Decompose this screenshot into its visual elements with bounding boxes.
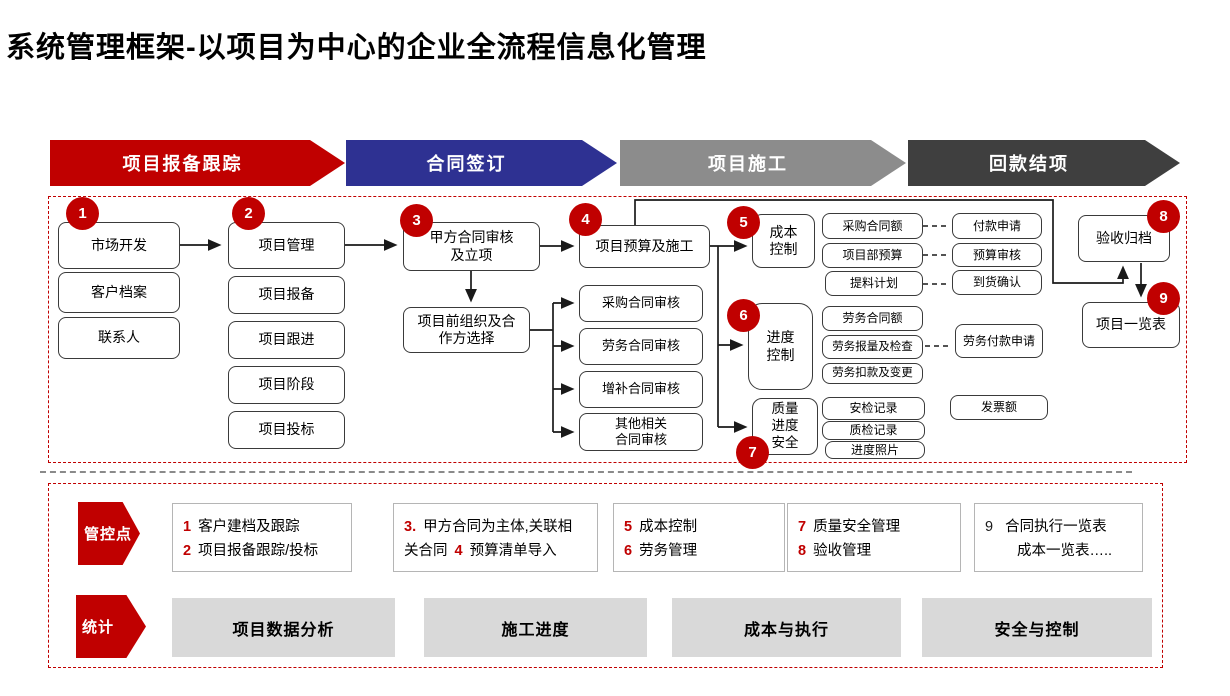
flow-node-dept-budget: 项目部预算	[822, 243, 923, 268]
flow-node-payment-request: 付款申请	[952, 213, 1042, 239]
control-point-box-1: 1 客户建档及跟踪 2 项目报备跟踪/投标	[172, 503, 352, 572]
control-point-text: 成本一览表…..	[1017, 543, 1113, 560]
control-point-number: 3.	[404, 518, 417, 535]
control-point-number: 7	[798, 518, 807, 535]
phase-arrow-contract: 合同签订	[346, 140, 617, 186]
flow-node-proj-follow: 项目跟进	[228, 321, 345, 359]
connector-budget-to-acceptance	[634, 199, 1129, 284]
control-point-line: 2 项目报备跟踪/投标	[183, 539, 341, 560]
badge-5: 5	[727, 206, 760, 239]
control-point-text: 关合同	[404, 543, 448, 560]
phase-arrow-construction: 项目施工	[620, 140, 906, 186]
phase-label: 合同签订	[426, 154, 507, 174]
flow-node-supplement-review: 增补合同审核	[579, 371, 703, 408]
stat-box-project-data: 项目数据分析	[172, 598, 395, 657]
control-point-box-2: 3. 甲方合同为主体,关联相 关合同 4 预算清单导入	[393, 503, 598, 572]
badge-4: 4	[569, 203, 602, 236]
stats-label: 统计	[82, 619, 115, 636]
flow-node-proj-report: 项目报备	[228, 276, 345, 314]
flow-node-labor-payment-request: 劳务付款申请	[955, 324, 1043, 358]
control-point-text: 合同执行一览表	[1005, 518, 1107, 535]
flow-node-arrival-confirm: 到货确认	[952, 270, 1042, 295]
flow-node-other-review: 其他相关 合同审核	[579, 413, 703, 451]
control-point-box-3: 5 成本控制 6 劳务管理	[613, 503, 785, 572]
control-point-number: 8	[798, 543, 807, 560]
phase-arrow-report: 项目报备跟踪	[50, 140, 345, 186]
flow-node-market-dev: 市场开发	[58, 222, 180, 269]
badge-9: 9	[1147, 282, 1180, 315]
control-point-text: 客户建档及跟踪	[198, 518, 300, 535]
section-divider	[40, 471, 1132, 473]
flow-area-border	[48, 196, 1187, 463]
flow-node-contact: 联系人	[58, 317, 180, 359]
control-point-line: 成本一览表…..	[1017, 539, 1132, 560]
flow-node-pre-org: 项目前组织及合 作方选择	[403, 307, 530, 353]
control-point-text: 劳务管理	[639, 543, 698, 560]
flow-node-cost-ctrl: 成本 控制	[752, 214, 815, 268]
badge-8: 8	[1147, 200, 1180, 233]
badge-7: 7	[736, 436, 769, 469]
flow-node-progress-photo: 进度照片	[825, 441, 925, 459]
control-point-line: 5 成本控制	[624, 515, 774, 536]
flow-node-labor-report-check: 劳务报量及检查	[822, 335, 923, 359]
control-point-line: 关合同 4 预算清单导入	[404, 539, 587, 560]
flow-node-safety-record: 安检记录	[822, 397, 925, 420]
flow-node-labor-deduct-change: 劳务扣款及变更	[822, 363, 923, 384]
phase-arrow-payment: 回款结项	[908, 140, 1180, 186]
control-point-line: 3. 甲方合同为主体,关联相	[404, 515, 587, 536]
flow-node-invoice-amt: 发票额	[950, 395, 1048, 420]
badge-3: 3	[400, 204, 433, 237]
control-point-text: 质量安全管理	[813, 518, 901, 535]
control-point-number: 2	[183, 543, 192, 560]
control-point-line: 9 合同执行一览表	[985, 515, 1132, 536]
control-point-box-5: 9 合同执行一览表 成本一览表…..	[974, 503, 1143, 572]
flow-node-customer-file: 客户档案	[58, 272, 180, 313]
phase-label: 回款结项	[989, 154, 1069, 174]
control-point-box-4: 7 质量安全管理 8 验收管理	[787, 503, 961, 572]
control-point-line: 6 劳务管理	[624, 539, 774, 560]
control-point-text: 验收管理	[813, 543, 872, 560]
flow-node-proj-bid: 项目投标	[228, 411, 345, 449]
flow-node-purchase-review: 采购合同审核	[579, 285, 703, 322]
badge-2: 2	[232, 197, 265, 230]
stat-box-cost-execution: 成本与执行	[672, 598, 901, 657]
control-point-number: 1	[183, 518, 192, 535]
flow-node-purchase-amt: 采购合同额	[822, 213, 923, 239]
flow-node-quality-record: 质检记录	[822, 421, 925, 440]
control-point-number: 6	[624, 543, 633, 560]
control-point-number: 9	[985, 518, 994, 535]
connector-preorg-trunk	[530, 303, 554, 432]
flow-node-project-list: 项目一览表	[1082, 302, 1180, 348]
flow-node-budget-review: 预算审核	[952, 243, 1042, 267]
control-point-text: 项目报备跟踪/投标	[198, 543, 319, 560]
badge-1: 1	[66, 197, 99, 230]
control-point-line: 7 质量安全管理	[798, 515, 950, 536]
flow-node-budget-constr: 项目预算及施工	[579, 225, 710, 268]
page-title: 系统管理框架-以项目为中心的企业全流程信息化管理	[6, 32, 707, 64]
control-point-number: 4	[454, 543, 463, 560]
stat-box-construction-progress: 施工进度	[424, 598, 647, 657]
panel-area-border	[48, 483, 1163, 668]
control-point-number: 5	[624, 518, 633, 535]
phase-label: 项目施工	[708, 154, 788, 174]
control-points-label: 管控点	[84, 526, 133, 543]
badge-6: 6	[727, 299, 760, 332]
control-point-line: 1 客户建档及跟踪	[183, 515, 341, 536]
flow-node-proj-stage: 项目阶段	[228, 366, 345, 404]
control-point-text: 成本控制	[639, 518, 698, 535]
stat-box-safety-control: 安全与控制	[922, 598, 1152, 657]
flow-node-labor-review: 劳务合同审核	[579, 328, 703, 365]
flow-node-labor-amt: 劳务合同额	[822, 306, 923, 331]
phase-label: 项目报备跟踪	[122, 154, 243, 174]
flow-node-proj-mgmt: 项目管理	[228, 222, 345, 269]
flow-node-material-plan: 提料计划	[825, 271, 923, 296]
control-point-text: 预算清单导入	[469, 543, 557, 560]
control-point-text: 甲方合同为主体,关联相	[423, 518, 573, 535]
control-point-line: 8 验收管理	[798, 539, 950, 560]
